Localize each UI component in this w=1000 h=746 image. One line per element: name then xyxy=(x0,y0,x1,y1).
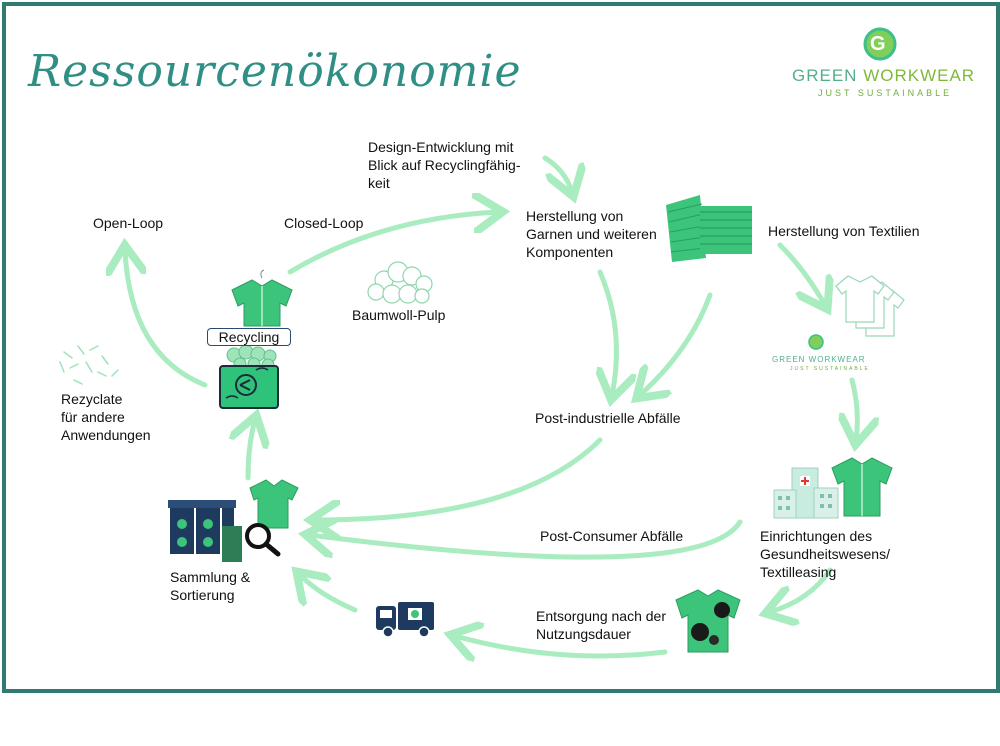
hospital-icon xyxy=(773,467,839,519)
arrow-closed-loop xyxy=(287,212,498,275)
recycling-machine-icon xyxy=(219,365,279,409)
fibers-icon xyxy=(59,345,119,385)
label-post-consumer: Post-Consumer Abfälle xyxy=(540,528,684,544)
white-shirts-icon xyxy=(835,275,905,337)
green-shirt-healthcare-icon xyxy=(831,457,893,517)
diagram-frame xyxy=(2,2,1000,693)
small-brand-name: GREEN WORKWEAR xyxy=(772,355,866,364)
brand-tagline: JUST SUSTAINABLE xyxy=(818,88,953,98)
brand-name: GREEN WORKWEAR xyxy=(792,66,976,85)
dirty-shirt-icon xyxy=(675,589,741,653)
label-recycling: Recycling xyxy=(207,328,291,346)
arrow-post-industrial xyxy=(315,437,603,520)
arrow-garne-down-1 xyxy=(600,269,616,395)
yarn-spools-icon xyxy=(666,195,752,262)
arrow-to-sammlung xyxy=(300,575,358,613)
green-shirt-recycling-icon xyxy=(231,269,293,327)
arrow-post-consumer xyxy=(310,522,743,560)
label-textilien: Herstellung von Textilien xyxy=(768,223,920,239)
arrow-garne-down-2 xyxy=(640,292,713,395)
arrow-to-healthcare xyxy=(852,377,857,440)
label-post-industrial: Post-industrielle Abfälle xyxy=(535,410,681,426)
arrow-to-recycling xyxy=(248,420,255,481)
garbage-truck-icon xyxy=(376,602,434,638)
arrow-design-to-garne xyxy=(542,155,572,192)
small-brand-tagline: JUST SUSTAINABLE xyxy=(790,366,870,372)
arrow-open-loop xyxy=(125,250,208,388)
arrow-to-entsorgung xyxy=(770,567,833,612)
label-open-loop: Open-Loop xyxy=(93,215,164,231)
brand-logo-letter: G xyxy=(870,33,886,55)
label-pulp: Baumwoll-Pulp xyxy=(352,307,446,323)
recycling-bins-icon xyxy=(168,479,299,562)
label-sammlung: Sammlung &Sortierung xyxy=(170,569,251,603)
arrow-to-truck xyxy=(455,636,668,656)
label-closed-loop: Closed-Loop xyxy=(284,215,364,231)
cotton-pulp-icon xyxy=(367,261,433,304)
arrow-to-textilien xyxy=(777,242,825,305)
page-title: Ressourcenökonomie xyxy=(28,46,522,97)
magnifier-icon xyxy=(245,523,281,557)
small-brand-logo-icon xyxy=(808,334,824,350)
